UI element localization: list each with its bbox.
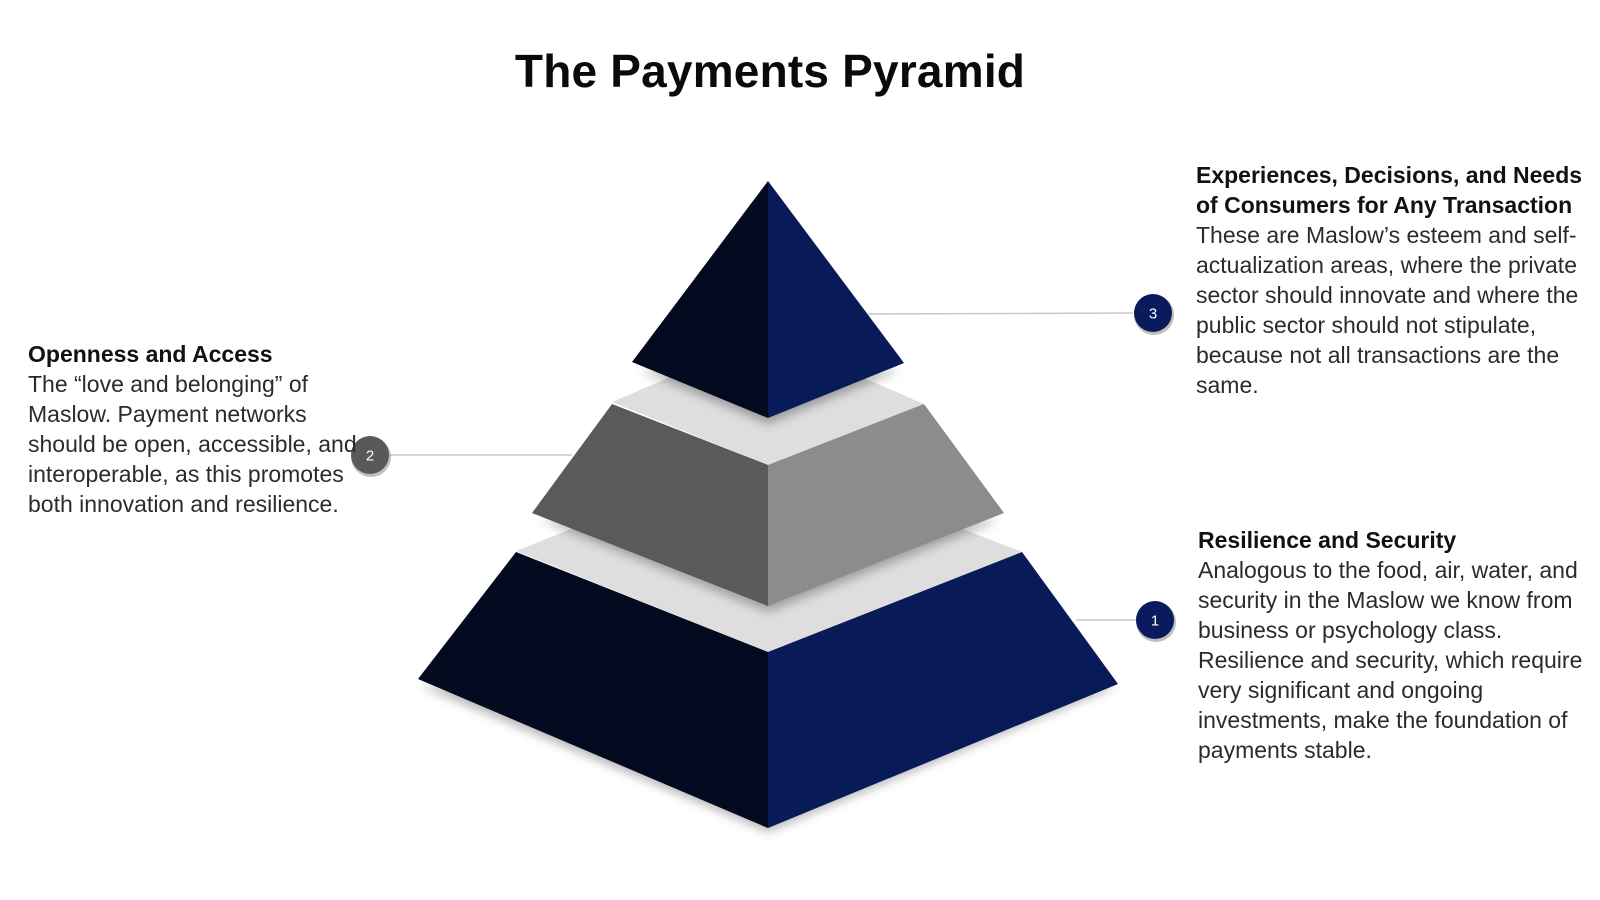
level-marker-2: 2 bbox=[351, 436, 391, 477]
level-marker-1: 1 bbox=[1136, 601, 1176, 642]
level-1-text-block: Resilience and Security Analogous to the… bbox=[1198, 525, 1598, 765]
middle-tier-right-face bbox=[768, 404, 1004, 606]
level-marker-2-number: 2 bbox=[366, 448, 374, 465]
level-1-description: Analogous to the food, air, water, and s… bbox=[1198, 557, 1583, 763]
connector-line-3 bbox=[867, 312, 1134, 315]
bottom-tier-left-face bbox=[418, 552, 768, 828]
level-marker-3: 3 bbox=[1134, 294, 1174, 335]
page-title: The Payments Pyramid bbox=[514, 45, 1026, 97]
level-marker-1-number: 1 bbox=[1151, 613, 1159, 630]
level-3-text-block: Experiences, Decisions, and Needs of Con… bbox=[1196, 160, 1596, 400]
level-2-text-block: Openness and Access The “love and belong… bbox=[28, 339, 358, 519]
level-2-heading: Openness and Access bbox=[28, 341, 273, 367]
level-2-description: The “love and belonging” of Maslow. Paym… bbox=[28, 371, 357, 517]
middle-tier-left-face bbox=[532, 404, 768, 606]
level-1-heading: Resilience and Security bbox=[1198, 527, 1457, 553]
top-tier-left-face bbox=[632, 181, 768, 418]
level-3-description: These are Maslow’s esteem and self-actua… bbox=[1196, 222, 1579, 398]
level-marker-3-number: 3 bbox=[1149, 306, 1157, 323]
top-tier-right-face bbox=[768, 181, 904, 418]
bottom-tier-right-face bbox=[768, 552, 1118, 828]
level-3-heading: Experiences, Decisions, and Needs of Con… bbox=[1196, 162, 1583, 218]
